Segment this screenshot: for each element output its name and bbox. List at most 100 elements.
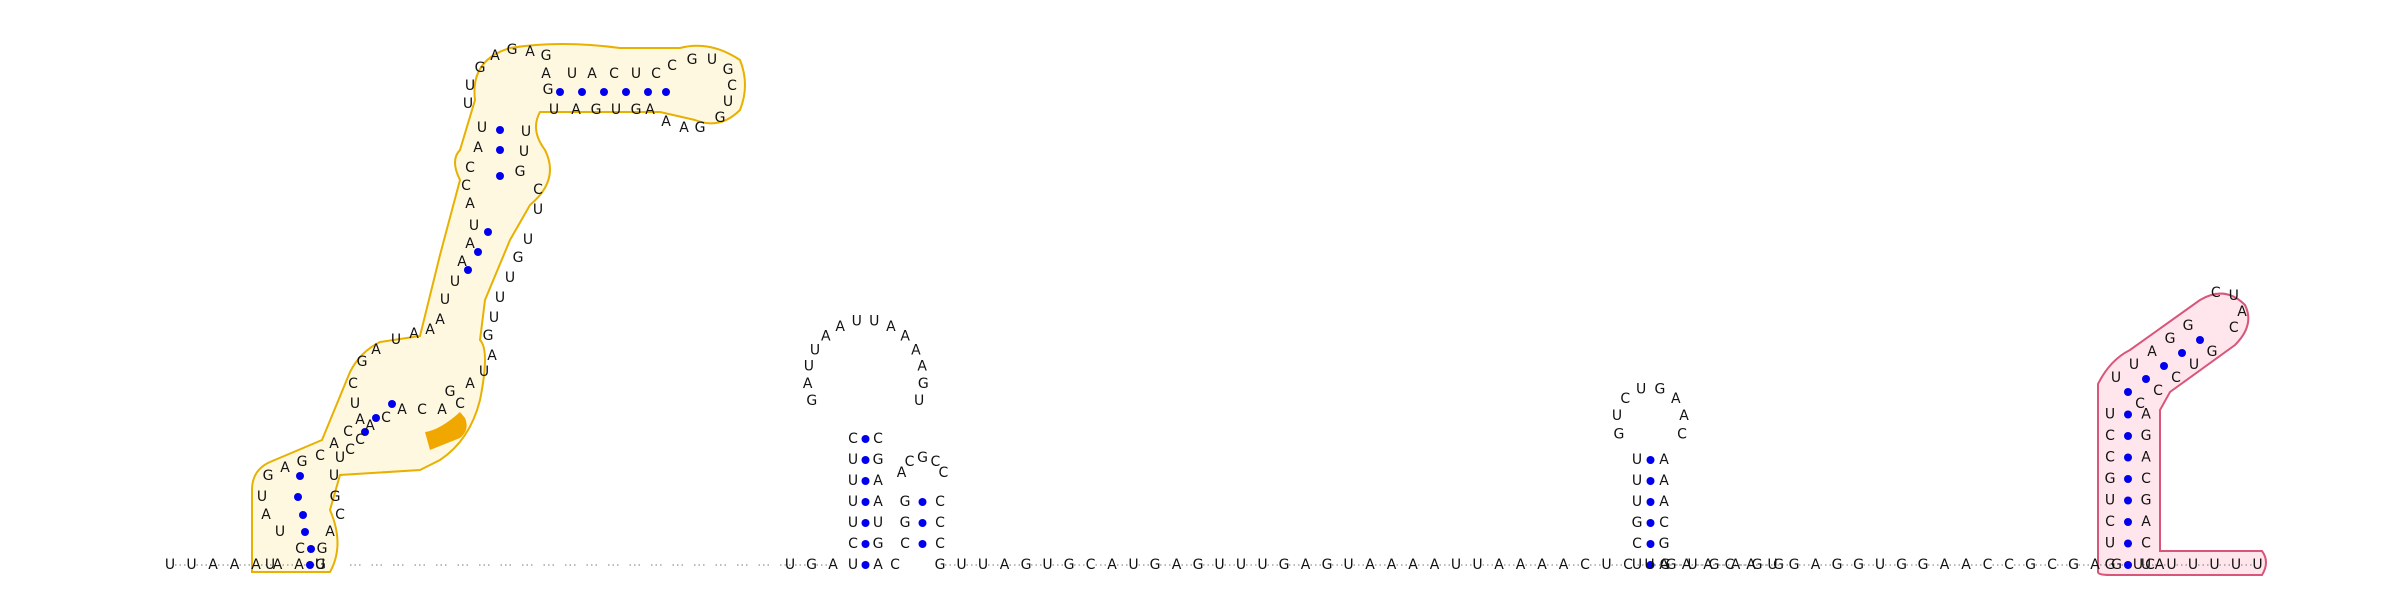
hairpin4-nucleotide: C (2153, 383, 2163, 399)
linker-nucleotide: U (1687, 557, 1697, 573)
hairpin1-nucleotide: A (873, 557, 883, 573)
spacer-nucleotide: U (1875, 557, 1885, 573)
linker-nucleotide: A (1430, 557, 1440, 573)
base-pair-dot (556, 88, 564, 96)
linker-nucleotide: G (1709, 557, 1720, 573)
gold-domain-nucleotide: G (543, 82, 554, 98)
gold-domain-nucleotide: A (425, 322, 435, 338)
gold-domain-nucleotide: A (397, 402, 407, 418)
linker-nucleotide: A (1107, 557, 1117, 573)
hairpin1-nucleotide: U (848, 494, 858, 510)
hairpin2-nucleotide: A (897, 465, 907, 481)
hairpin1-nucleotide: G (873, 452, 884, 468)
hairpin3-nucleotide: U (1632, 452, 1642, 468)
hairpin3-nucleotide: U (1632, 473, 1642, 489)
hairpin3-nucleotide: G (1659, 536, 1670, 552)
hairpin1-nucleotide: U (869, 314, 879, 330)
gold-domain-nucleotide: G (330, 489, 341, 505)
linker-nucleotide: A (1559, 557, 1569, 573)
hairpin4-nucleotide: G (2105, 557, 2116, 573)
gold-domain-nucleotide: A (465, 376, 475, 392)
gold-domain-nucleotide: C (315, 448, 325, 464)
gold-domain-nucleotide: G (475, 60, 486, 76)
hairpin1-nucleotide: A (886, 319, 896, 335)
linker-nucleotide: G (1064, 557, 1075, 573)
linker-nucleotide: A (1387, 557, 1397, 573)
gold-domain-nucleotide: A (645, 102, 655, 118)
gold-domain-nucleotide: U (549, 102, 559, 118)
hairpin1-nucleotide: A (917, 359, 927, 375)
base-pair-dot (1646, 456, 1655, 464)
spacer-nucleotide: G (1896, 557, 1907, 573)
gold-domain-nucleotide: C (609, 66, 619, 82)
spacer-nucleotide: A (2090, 557, 2100, 573)
hairpin1-nucleotide: A (873, 494, 883, 510)
base-pair-dot (299, 511, 307, 519)
linker-nucleotide: A (1365, 557, 1375, 573)
gold-domain-nucleotide: G (507, 42, 518, 58)
gold-domain-nucleotide: G (695, 120, 706, 136)
gold-domain-nucleotide: A (371, 342, 381, 358)
hairpin4-nucleotide: U (2229, 288, 2239, 304)
trailer-nucleotide: U (2231, 557, 2241, 573)
hairpin3-nucleotide: U (1632, 494, 1642, 510)
gold-domain-nucleotide: G (591, 102, 602, 118)
base-pair-dot (644, 88, 652, 96)
base-pair-dot (2124, 539, 2132, 548)
hairpin3-nucleotide: G (1654, 381, 1665, 397)
hairpin3-nucleotide: C (1620, 391, 1630, 407)
gold-domain-nucleotide: C (461, 178, 471, 194)
gold-domain-nucleotide: G (297, 454, 308, 470)
linker-nucleotide: C (1086, 557, 1096, 573)
hairpin4-nucleotide: U (2105, 536, 2115, 552)
base-pair-dot (1646, 477, 1655, 485)
hairpin1-nucleotide: U (848, 473, 858, 489)
gold-domain-nucleotide: U (631, 66, 641, 82)
gold-highlight-segment (425, 412, 467, 450)
gold-domain-nucleotide: A (437, 402, 447, 418)
linker-nucleotide: U (1236, 557, 1246, 573)
hairpin4-nucleotide: A (2141, 450, 2151, 466)
hairpin1-nucleotide: A (803, 376, 813, 392)
hairpin1-nucleotide: C (848, 536, 858, 552)
gold-domain-nucleotide: U (611, 102, 621, 118)
gold-domain-nucleotide: G (631, 102, 642, 118)
hairpin4-nucleotide: G (2165, 331, 2176, 347)
base-pair-dot (372, 414, 380, 422)
hairpin4-nucleotide: C (2229, 320, 2239, 336)
base-pair-dot (861, 540, 870, 548)
hairpin4-nucleotide: U (2189, 357, 2199, 373)
spacer-nucleotide: A (2155, 557, 2165, 573)
base-pair-dot (306, 561, 314, 569)
hairpin2-nucleotide: G (917, 450, 928, 466)
hairpin4-nucleotide: C (2141, 536, 2151, 552)
hairpin2-nucleotide: C (905, 454, 915, 470)
gold-domain-nucleotide: G (357, 354, 368, 370)
gold-domain-nucleotide: G (483, 328, 494, 344)
linker-nucleotide: G (1322, 557, 1333, 573)
linker-nucleotide: G (1193, 557, 1204, 573)
gold-domain-nucleotide: A (490, 48, 500, 64)
hairpin4-nucleotide: U (2141, 557, 2151, 573)
hairpin2-nucleotide: C (939, 465, 949, 481)
hairpin1-nucleotide: U (848, 557, 858, 573)
spacer-nucleotide: A (1746, 557, 1756, 573)
leader-nucleotide: A (294, 557, 304, 573)
hairpin4-nucleotide: A (2141, 514, 2151, 530)
linker-nucleotide: A (1494, 557, 1504, 573)
base-pair-dot (2124, 453, 2132, 462)
hairpin4-nucleotide: C (2135, 396, 2145, 412)
spacer-nucleotide: C (1983, 557, 1993, 573)
gold-domain-nucleotide: A (261, 507, 271, 523)
linker-nucleotide: A (1172, 557, 1182, 573)
gold-domain-nucleotide: C (295, 541, 305, 557)
domain-highlight-layer (251, 43, 2267, 576)
base-pair-dot (918, 519, 927, 527)
hairpin1-nucleotide: A (828, 557, 838, 573)
base-pair-dot (2124, 496, 2132, 505)
base-pair-dot (296, 472, 304, 480)
linker-nucleotide: C (1623, 557, 1633, 573)
base-pair-dot (2142, 375, 2150, 383)
gold-domain-nucleotide: A (329, 436, 339, 452)
